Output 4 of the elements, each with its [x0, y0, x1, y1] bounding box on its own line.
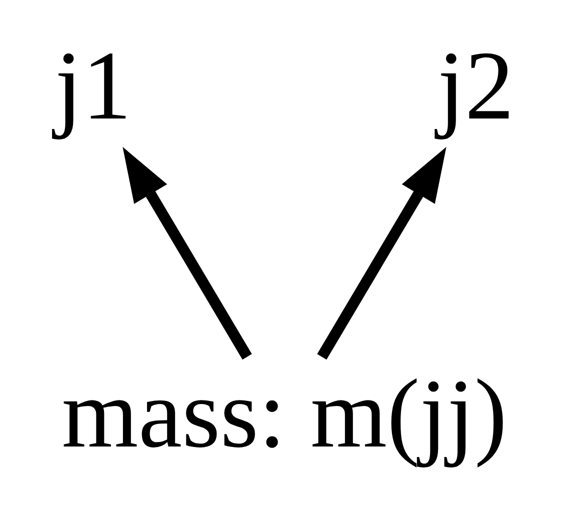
arrow — [122, 146, 252, 360]
node-text: mass: m(jj) — [62, 360, 508, 469]
node-text: j1 — [54, 32, 132, 141]
arrow — [317, 146, 446, 360]
